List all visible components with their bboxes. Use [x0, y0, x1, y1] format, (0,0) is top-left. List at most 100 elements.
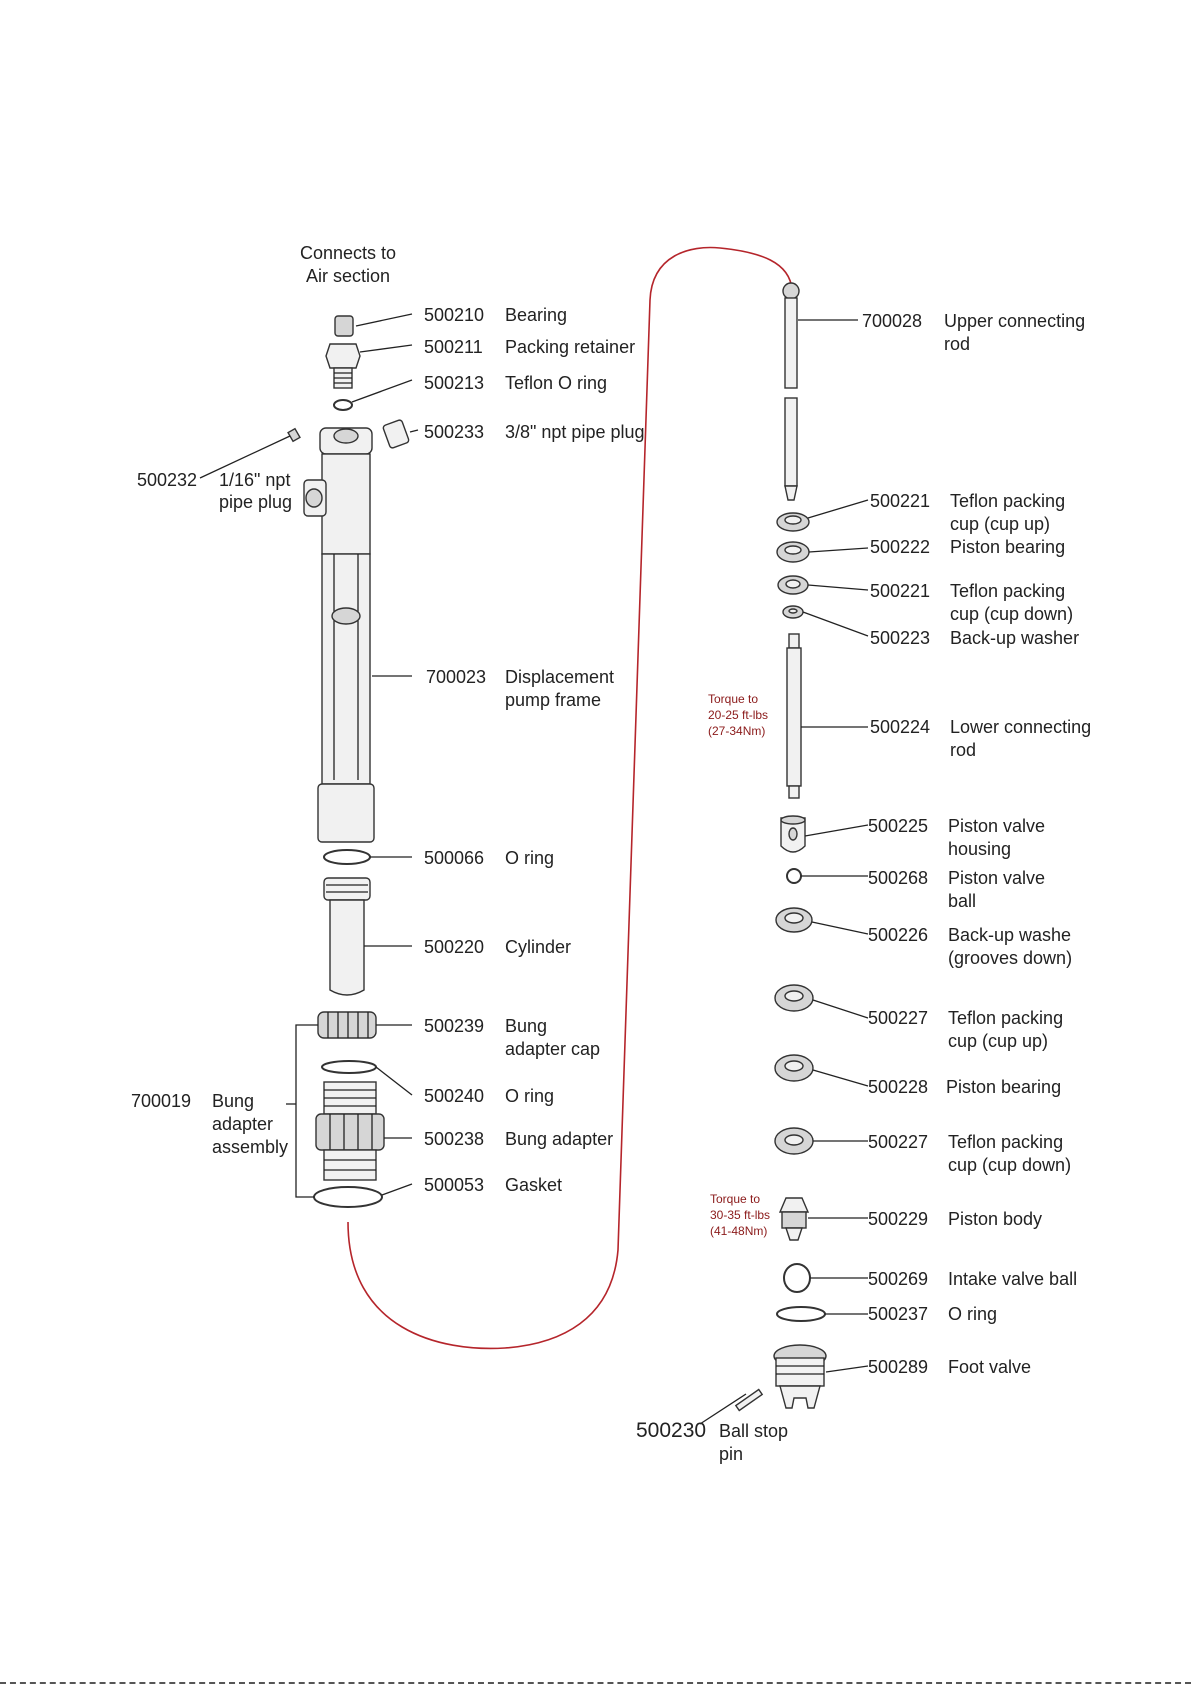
callout-number: 500289: [868, 1357, 928, 1377]
callout-number: 700023: [426, 667, 486, 687]
callout-number: 500228: [868, 1077, 928, 1097]
callout-label: Piston bearing: [946, 1077, 1061, 1097]
callout-label: cup (cup up): [948, 1031, 1048, 1051]
callout-number: 700019: [131, 1091, 191, 1111]
callout-label: cup (cup up): [950, 514, 1050, 534]
callout-label: Teflon packing: [948, 1132, 1063, 1152]
callout-label: housing: [948, 839, 1011, 859]
callout-label: 1/16" npt: [219, 470, 290, 490]
torque-note-line: (41-48Nm): [710, 1224, 767, 1238]
callout-number: 500223: [870, 628, 930, 648]
pipe-plug-3-8-part: [382, 419, 410, 449]
torque-note-line: Torque to: [710, 1192, 760, 1206]
callout-label: cup (cup down): [948, 1155, 1071, 1175]
cylinder-part: [323, 877, 371, 996]
callout-number: 500221: [870, 581, 930, 601]
callout-label: Lower connecting: [950, 717, 1091, 737]
teflon-o-ring-part: [333, 399, 353, 411]
callout-label: rod: [950, 740, 976, 760]
callout-label: O ring: [948, 1304, 997, 1324]
ball-stop-pin-part: [734, 1388, 764, 1412]
callout-label: Back-up washer: [950, 628, 1079, 648]
upper-connecting-rod-part: [782, 282, 800, 501]
callout-label: Cylinder: [505, 937, 571, 957]
callout-label: Piston valve: [948, 868, 1045, 888]
callout-label: Bung adapter: [505, 1129, 613, 1149]
intake-valve-ball-part: [783, 1263, 811, 1293]
bung-adapter-part: [315, 1081, 385, 1181]
callout-number: 500227: [868, 1008, 928, 1028]
callout-number: 500237: [868, 1304, 928, 1324]
o-ring-500237-part: [776, 1306, 826, 1322]
callout-label: rod: [944, 334, 970, 354]
callout-number: 500213: [424, 373, 484, 393]
callout-label: Back-up washe: [948, 925, 1071, 945]
backup-washer-grooves-down-part: [775, 907, 813, 933]
callout-label: O ring: [505, 1086, 554, 1106]
page-bottom-border: [0, 1682, 1191, 1684]
callout-number: 500227: [868, 1132, 928, 1152]
callout-number: 500224: [870, 717, 930, 737]
torque-note-line: 20-25 ft-lbs: [708, 708, 768, 722]
callout-label: (grooves down): [948, 948, 1072, 968]
gasket-part: [313, 1186, 383, 1208]
callout-number: 500210: [424, 305, 484, 325]
callout-number: 500229: [868, 1209, 928, 1229]
o-ring-500240-part: [321, 1060, 377, 1074]
torque-note-2: Torque to 30-35 ft-lbs (41-48Nm): [710, 1192, 770, 1238]
callout-number: 500222: [870, 537, 930, 557]
callout-number: 500226: [868, 925, 928, 945]
callout-number: 500238: [424, 1129, 484, 1149]
foot-valve-part: [773, 1344, 827, 1409]
callout-label: Packing retainer: [505, 337, 635, 357]
callout-label: adapter: [212, 1114, 273, 1134]
callout-label: ball: [948, 891, 976, 911]
callout-label: O ring: [505, 848, 554, 868]
connector-loop: [347, 246, 793, 1350]
callout-label: Teflon packing: [950, 581, 1065, 601]
callout-label: Teflon O ring: [505, 373, 607, 393]
callout-label: Bung: [212, 1091, 254, 1111]
teflon-packing-cup-down-part: [777, 575, 809, 595]
callout-number: 500221: [870, 491, 930, 511]
callout-label: Teflon packing: [950, 491, 1065, 511]
callout-label: Bearing: [505, 305, 567, 325]
callout-number: 700028: [862, 311, 922, 331]
piston-valve-ball-part: [786, 868, 802, 884]
teflon-packing-cup-up-part: [776, 512, 810, 532]
packing-retainer-part: [325, 343, 361, 389]
callout-label: Ball stop: [719, 1421, 788, 1441]
piston-bearing-2-part: [774, 1054, 814, 1082]
torque-note-line: Torque to: [708, 692, 758, 706]
callout-number: 500232: [137, 470, 197, 490]
callout-label: pump frame: [505, 690, 601, 710]
left-leaders: [199, 313, 419, 1198]
callout-number: 500230: [636, 1419, 706, 1442]
callout-label: pin: [719, 1444, 743, 1464]
callout-number: 500053: [424, 1175, 484, 1195]
o-ring-500066-part: [323, 849, 371, 865]
callout-number: 500268: [868, 868, 928, 888]
header-line-1: Connects to: [300, 243, 396, 263]
right-callout-labels: 700028 Upper connecting rod 500221 Teflo…: [636, 311, 1091, 1464]
piston-valve-housing-part: [780, 815, 806, 853]
bearing-part: [334, 315, 354, 337]
torque-note-1: Torque to 20-25 ft-lbs (27-34Nm): [708, 692, 768, 738]
callout-number: 500233: [424, 422, 484, 442]
callout-label: pipe plug: [219, 492, 292, 512]
backup-washer-part: [782, 605, 804, 619]
left-callout-labels: 500210 Bearing 500211 Packing retainer 5…: [131, 305, 645, 1195]
torque-note-line: (27-34Nm): [708, 724, 765, 738]
right-leaders: [699, 319, 869, 1425]
callout-label: Piston bearing: [950, 537, 1065, 557]
callout-label: 3/8" npt pipe plug: [505, 422, 645, 442]
pump-frame-part: [303, 427, 375, 843]
bung-adapter-cap-part: [317, 1011, 377, 1039]
callout-label: Piston valve: [948, 816, 1045, 836]
callout-label: adapter cap: [505, 1039, 600, 1059]
callout-label: Gasket: [505, 1175, 562, 1195]
callout-label: Intake valve ball: [948, 1269, 1077, 1289]
piston-bearing-part: [776, 541, 810, 563]
